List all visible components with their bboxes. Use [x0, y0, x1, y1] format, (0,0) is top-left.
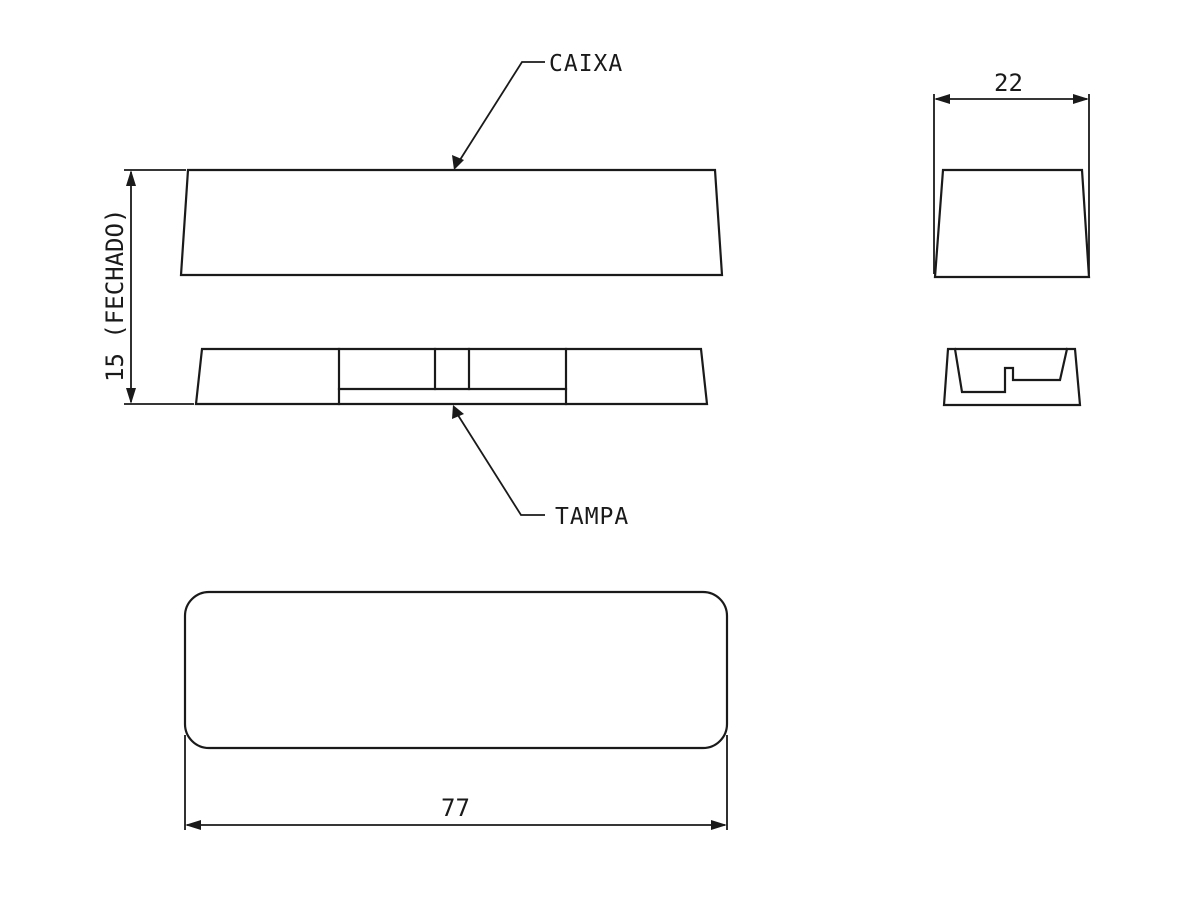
width-dimension	[933, 94, 1090, 274]
caixa-front-view	[179, 168, 724, 277]
height-dimension	[124, 169, 194, 405]
caixa-label: CAIXA	[549, 51, 623, 77]
tampa-side-view	[942, 347, 1082, 407]
tampa-leader	[452, 405, 545, 516]
tampa-label: TAMPA	[555, 504, 629, 530]
top-view	[183, 590, 729, 750]
width-dimension-label: 22	[994, 69, 1023, 97]
length-dimension-label: 77	[441, 794, 470, 822]
height-dimension-label: 15 (FECHADO)	[101, 209, 129, 382]
caixa-leader	[452, 61, 545, 170]
caixa-side-view	[933, 168, 1091, 279]
tampa-front-view	[194, 347, 709, 406]
length-dimension	[184, 735, 728, 830]
